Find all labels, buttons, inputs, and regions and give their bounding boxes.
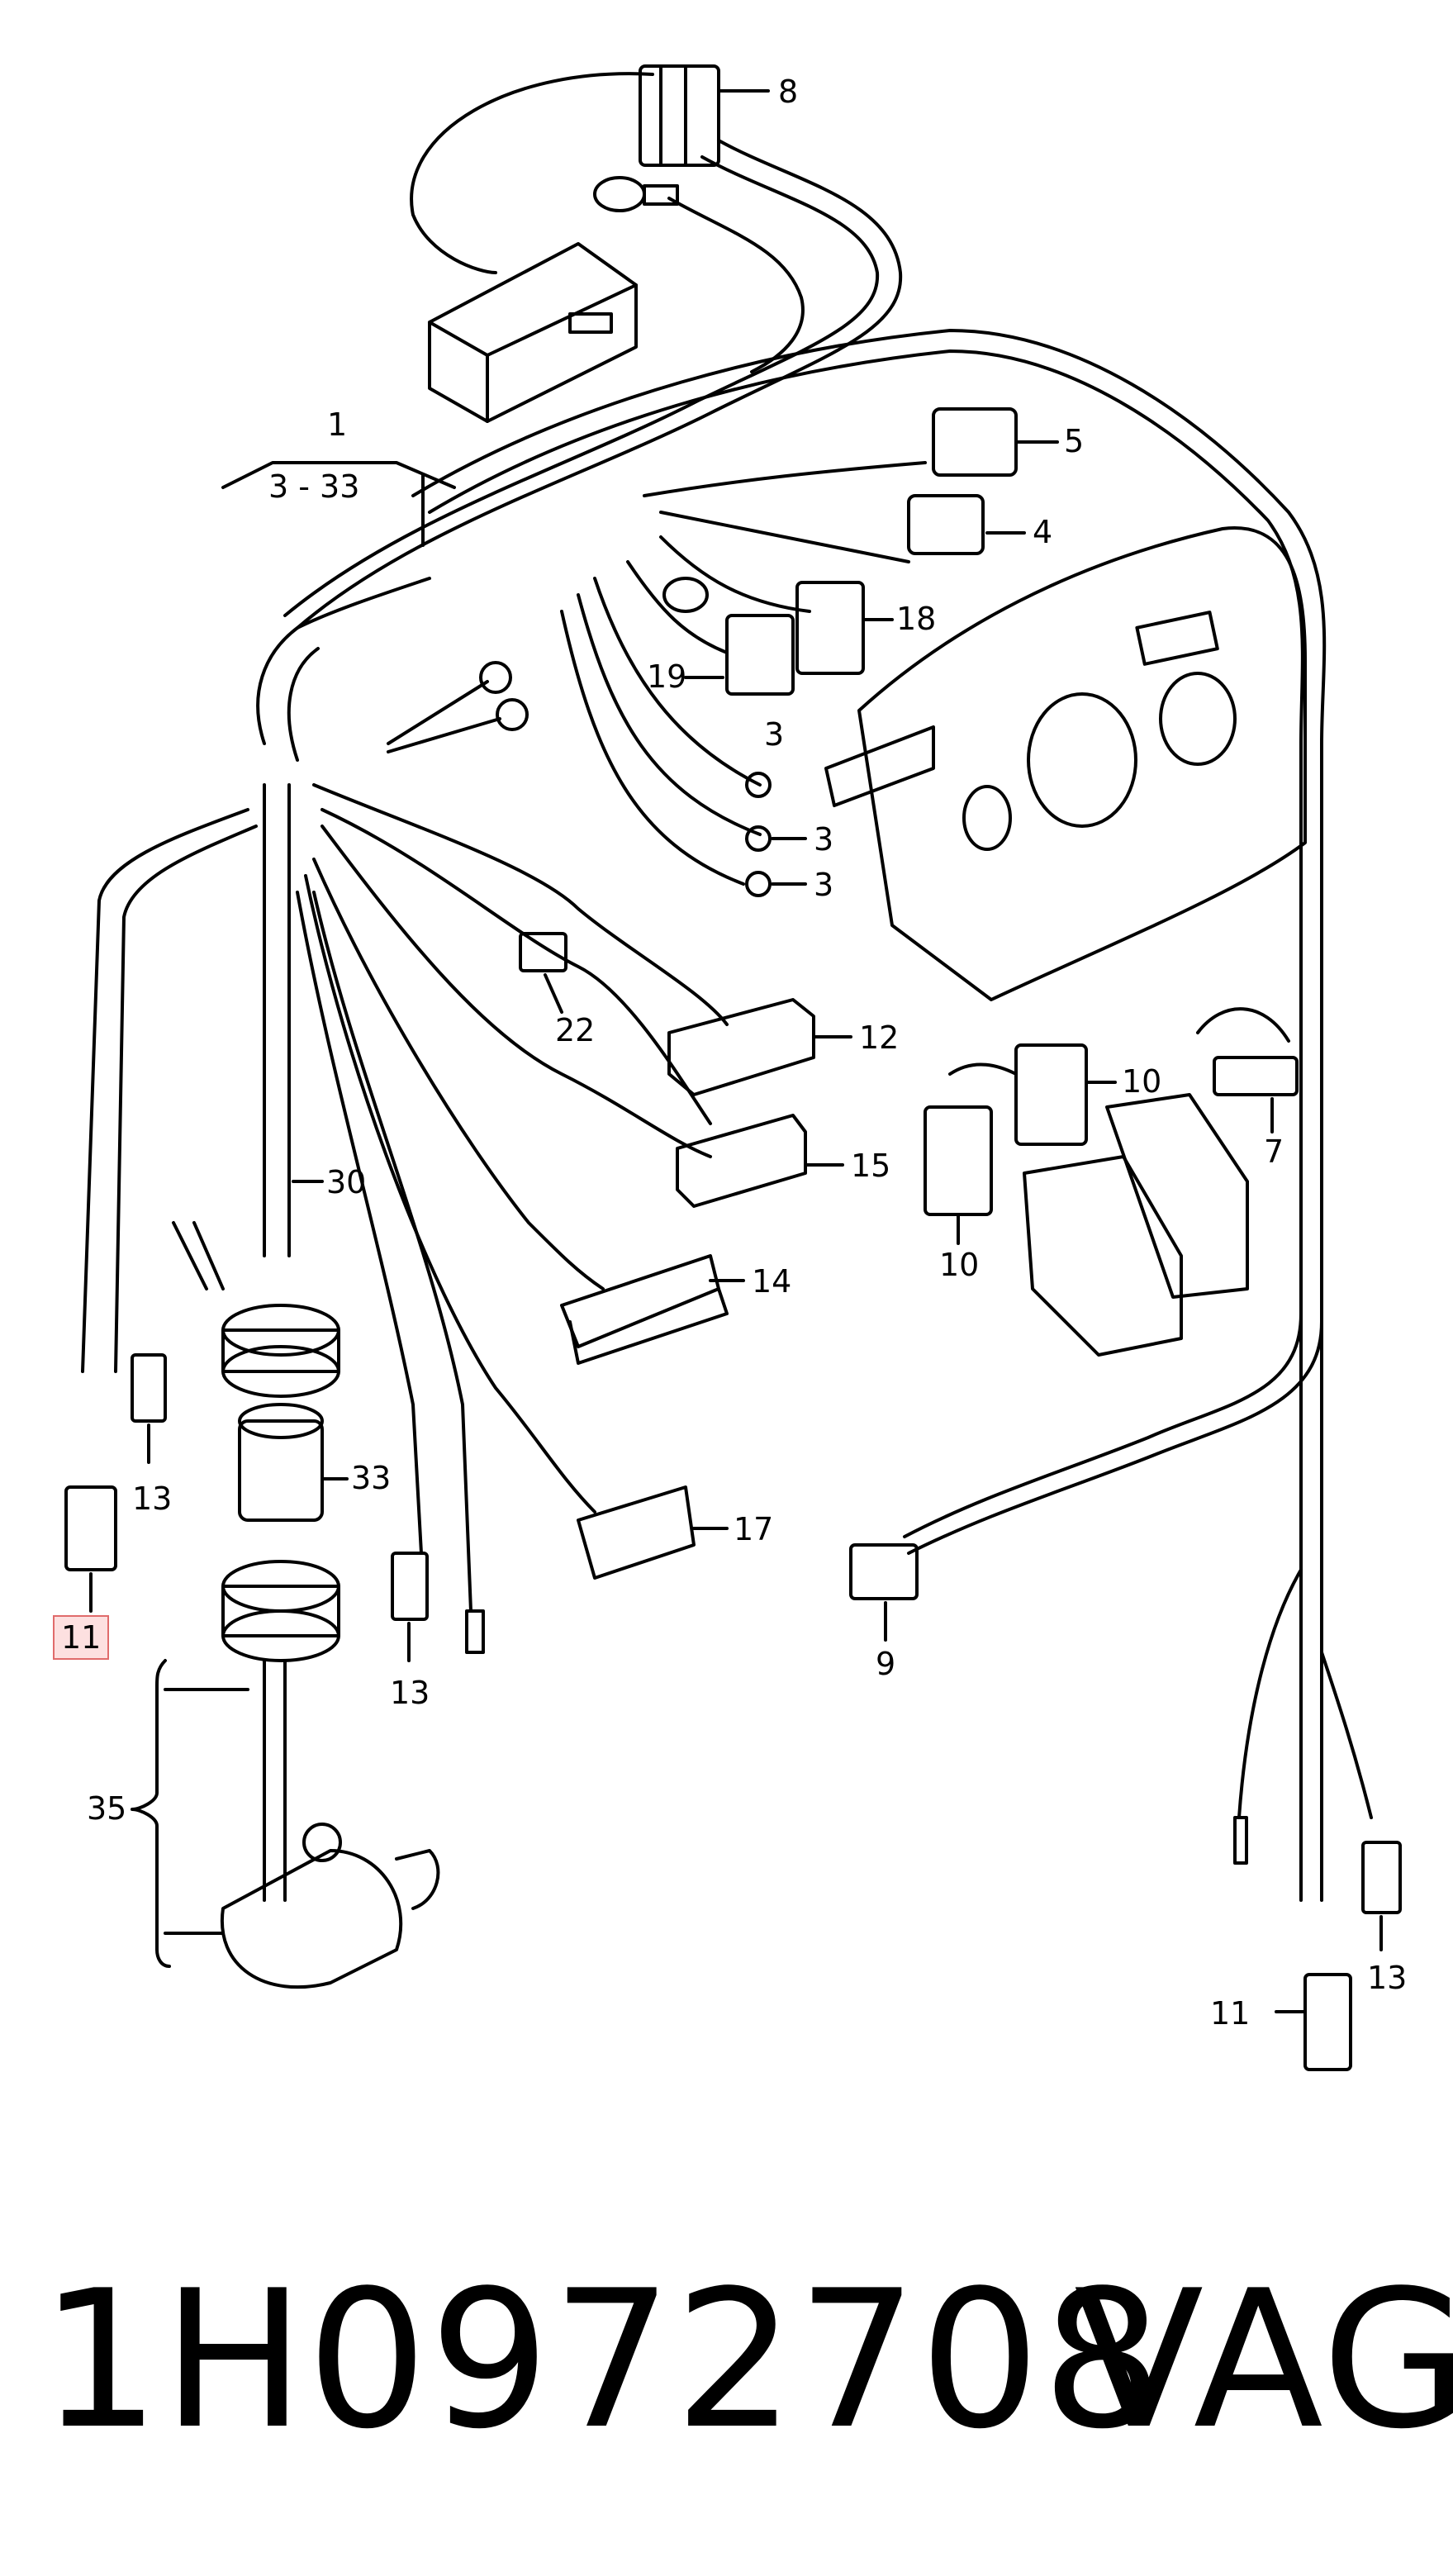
- connector-4: [907, 494, 985, 555]
- connector-12: [667, 998, 815, 1096]
- branch-to-3b: [577, 593, 762, 836]
- branch-to-4: [659, 511, 910, 563]
- ring-terminal-b: [496, 698, 529, 731]
- callout-33: 33: [351, 1460, 392, 1496]
- harness-illustration: [64, 64, 1402, 2071]
- harness-main-trunk: [256, 577, 431, 745]
- switch-b: [1105, 1093, 1249, 1299]
- callout-10-lower: 10: [939, 1247, 980, 1283]
- callout-22: 22: [555, 1012, 596, 1048]
- callout-19: 19: [647, 658, 687, 695]
- callout-15: 15: [851, 1148, 891, 1184]
- connector-15: [676, 1114, 807, 1208]
- connector-13-right: [1361, 1841, 1402, 1914]
- bulb-holder-3b: [745, 825, 772, 852]
- branch-to-14: [312, 858, 605, 1290]
- bushing-33: [238, 1419, 324, 1522]
- bracket-35: [131, 1659, 171, 1968]
- callout-17: 17: [734, 1511, 774, 1547]
- wiring-harness-diagram: 8 1 3 - 33 5 4 18 19 3 3 3 22 12 10 7 15…: [53, 64, 1408, 2071]
- callout-18: 18: [896, 601, 937, 637]
- bulb-holder-3c: [745, 871, 772, 897]
- callout-3-c: 3: [814, 867, 834, 903]
- connector-14: [560, 1254, 720, 1348]
- ignition-lock: [220, 1849, 403, 1989]
- callout-35: 35: [87, 1790, 127, 1827]
- ground-sensor: [593, 176, 646, 212]
- connector-10-lower: [924, 1105, 993, 1216]
- callout-10-upper: 10: [1122, 1063, 1162, 1100]
- connector-22: [519, 932, 567, 972]
- connector-19: [725, 614, 795, 696]
- brand-label: VAG: [1074, 2250, 1453, 2471]
- connector-5: [932, 407, 1018, 477]
- speedometer: [1027, 692, 1137, 828]
- callout-1: 1: [327, 406, 348, 443]
- harness-outer-loop: [411, 329, 1327, 1555]
- connector-11-left: [64, 1485, 117, 1571]
- connector-8: [639, 64, 720, 167]
- small-gauge: [962, 785, 1012, 851]
- callout-9: 9: [876, 1646, 896, 1682]
- callout-4: 4: [1033, 514, 1053, 550]
- footer: 1H0972708 VAG: [0, 2247, 1453, 2520]
- harness-left-lead: [81, 808, 249, 1373]
- connector-13-mid: [391, 1552, 429, 1621]
- callout-11-right: 11: [1210, 1995, 1251, 2032]
- battery-lead: [410, 72, 654, 274]
- harness-upper-branch: [296, 139, 903, 630]
- callout-5: 5: [1064, 423, 1085, 459]
- callout-7: 7: [1264, 1134, 1284, 1170]
- tachometer-gauge: [1159, 672, 1237, 766]
- connector-9: [849, 1543, 919, 1600]
- callout-11-left: 11: [53, 1615, 110, 1660]
- branch-to-5: [643, 461, 927, 497]
- branch-to-15: [321, 825, 712, 1158]
- bulb-holder-3a: [745, 772, 772, 798]
- instrument-cluster: [857, 526, 1307, 1001]
- callout-14: 14: [752, 1263, 792, 1300]
- branch-to-13-mid: [296, 891, 423, 1555]
- callout-3-a: 3: [764, 716, 785, 753]
- callout-13-mid: 13: [390, 1675, 430, 1711]
- branch-to-3a: [593, 577, 762, 787]
- ring-terminal-a: [479, 661, 512, 694]
- callout-3-b: 3: [814, 821, 834, 858]
- branch-to-17: [304, 874, 596, 1514]
- callout-12: 12: [859, 1019, 900, 1056]
- branch-to-19: [626, 560, 729, 654]
- part-number: 1H0972708: [40, 2250, 1165, 2471]
- callout-13-left: 13: [132, 1480, 173, 1517]
- connector-13-left: [131, 1353, 167, 1423]
- connector-11-right: [1303, 1973, 1352, 2071]
- branch-to-3c: [560, 610, 745, 886]
- connector-10-upper: [1014, 1043, 1088, 1146]
- callout-8: 8: [778, 74, 799, 110]
- connector-7: [1213, 1056, 1299, 1096]
- callout-30: 30: [326, 1164, 367, 1200]
- callout-13-right: 13: [1367, 1960, 1408, 1996]
- connector-18: [795, 581, 865, 675]
- branch-to-18: [659, 535, 811, 613]
- module-box: [428, 242, 638, 423]
- connector-17: [577, 1485, 696, 1580]
- branch-to-12: [312, 783, 729, 1026]
- callout-1-range: 3 - 33: [268, 468, 360, 505]
